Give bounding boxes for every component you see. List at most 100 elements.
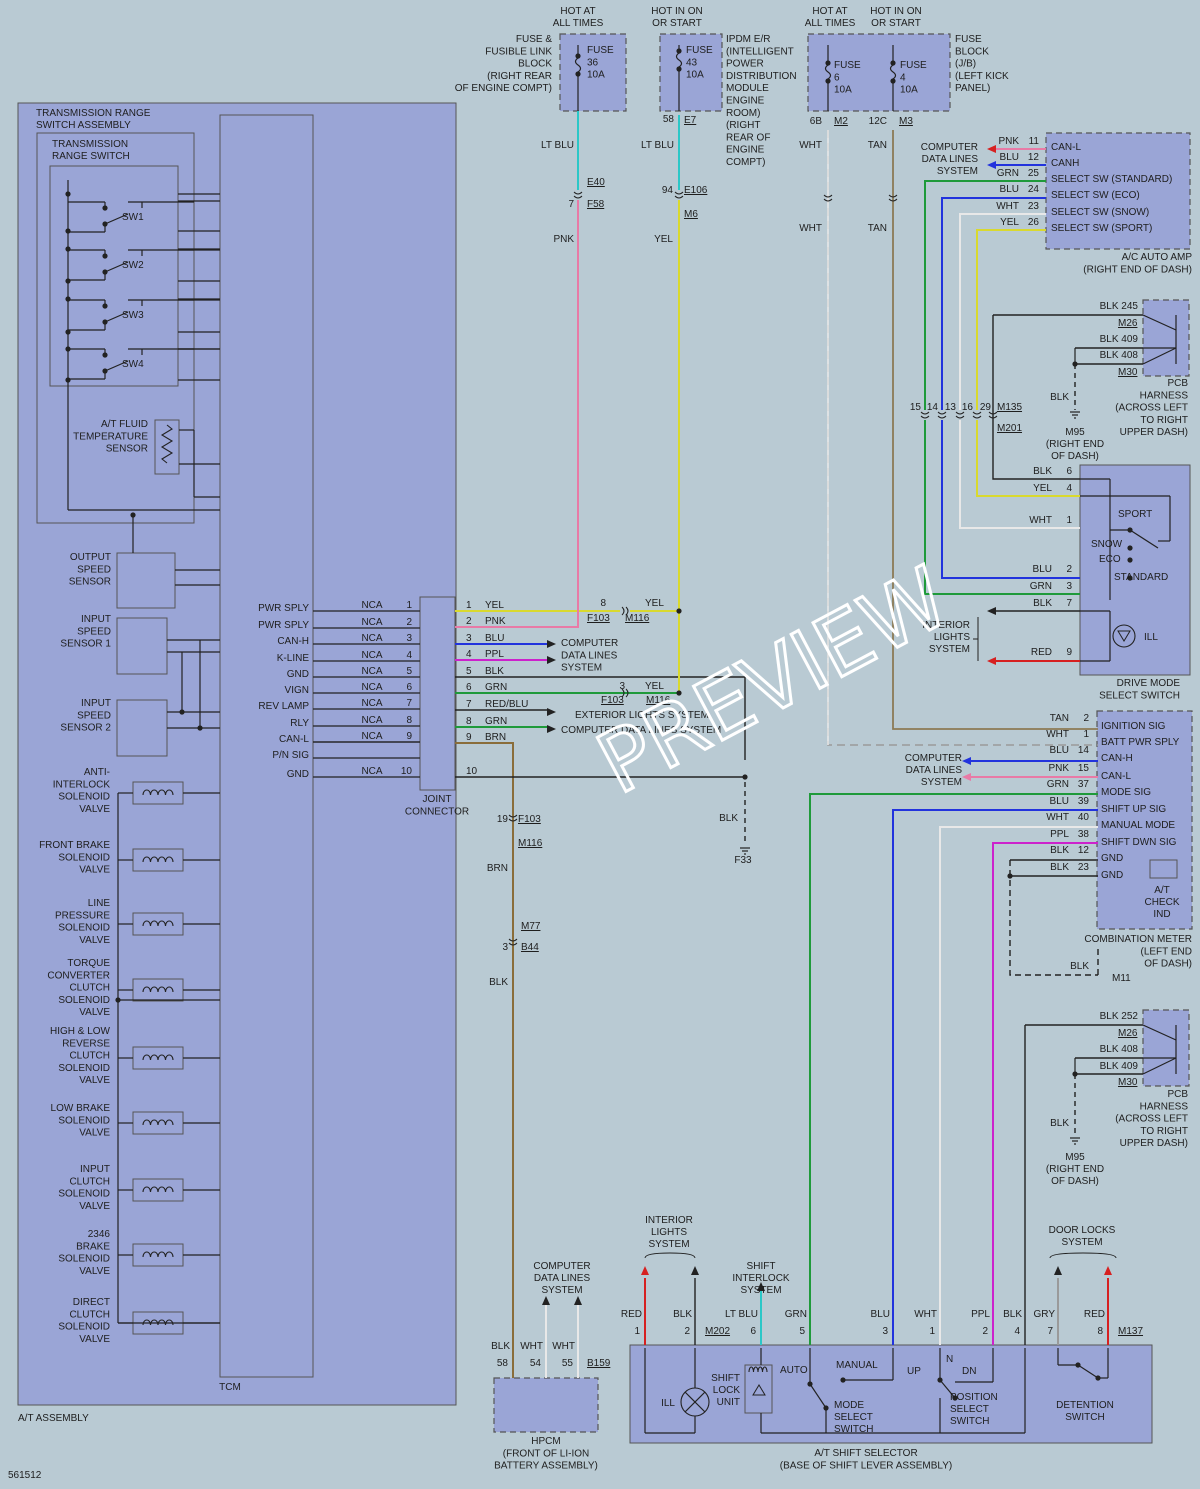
shift-wire-color: BLK xyxy=(673,1309,692,1320)
pin-m2: 6B xyxy=(810,116,823,127)
pin-m135: 15 xyxy=(910,402,922,413)
solenoid-label-4: TORQUE xyxy=(67,958,110,969)
solenoid-label-6: LOW BRAKE xyxy=(51,1103,111,1114)
ac-amp-pin-label: SELECT SW (ECO) xyxy=(1051,190,1140,201)
meter-wire-color: PNK xyxy=(1048,763,1069,774)
joint-pin-number: 3 xyxy=(466,633,472,644)
conn-m116: M116 xyxy=(625,613,650,624)
diode xyxy=(752,1384,766,1396)
meter-pin-label: GND xyxy=(1101,870,1123,881)
tcm-pin-number: 9 xyxy=(406,731,412,742)
meter-pin: 15 xyxy=(1078,763,1090,774)
connector-m135 xyxy=(972,411,982,419)
hpcm-computer-data: SYSTEM xyxy=(541,1285,582,1296)
solenoid-label-5: HIGH & LOW xyxy=(50,1026,111,1037)
wire-label-blk: BLK xyxy=(1050,1118,1069,1129)
pin-b44: 3 xyxy=(502,942,508,953)
drive-mode-wire-color: RED xyxy=(1031,647,1052,658)
shift-interior-label: LIGHTS xyxy=(651,1227,687,1238)
splice-dot xyxy=(937,1377,943,1383)
wire-grn-dm3 xyxy=(924,420,1080,595)
shift-selector-name: (BASE OF SHIFT LEVER ASSEMBLY) xyxy=(780,1460,952,1471)
pin-f103-3: 3 xyxy=(619,681,625,692)
hpcm-name: (FRONT OF LI-ION xyxy=(503,1448,589,1459)
drive-mode-pin: 3 xyxy=(1066,581,1072,592)
trs-label: TRANSMISSION xyxy=(52,139,128,150)
connector-e40 xyxy=(573,191,583,199)
meter-pin: 14 xyxy=(1078,745,1090,756)
fuse-43-label: 43 xyxy=(686,57,698,68)
ac-amp-wire-color: GRN xyxy=(997,168,1019,179)
trs-label: RANGE SWITCH xyxy=(52,151,130,162)
solenoid-label-1: INTERLOCK xyxy=(53,779,111,790)
meter-pin: 23 xyxy=(1078,862,1090,873)
door-locks-label: DOOR LOCKS xyxy=(1049,1225,1116,1236)
tcm-pin-number: 8 xyxy=(406,715,412,726)
joint-pin-number: 2 xyxy=(466,616,472,627)
bracket xyxy=(644,1252,696,1259)
drive-mode-wire-color: BLK xyxy=(1033,598,1052,609)
meter-pin: 39 xyxy=(1078,796,1090,807)
solenoid-label-4: CONVERTER xyxy=(47,970,110,981)
meter-wire-color: WHT xyxy=(1046,729,1069,740)
fuse-4-hot: OR START xyxy=(871,18,921,29)
switch-contact xyxy=(104,261,129,273)
switch-contact xyxy=(1129,529,1159,549)
tcm-nca: NCA xyxy=(361,715,382,726)
tcm-nca: NCA xyxy=(361,731,382,742)
connector-m135 xyxy=(920,411,930,419)
drive-mode-switch-box xyxy=(1079,464,1191,676)
tcm-nca: NCA xyxy=(361,766,382,777)
splice-dot xyxy=(102,269,108,275)
tcm-pin-label: PWR SPLY xyxy=(258,620,309,631)
shift-pin: 7 xyxy=(1047,1326,1053,1337)
fluid-temp-sensor-element xyxy=(154,419,180,475)
meter-check-label: CHECK xyxy=(1144,897,1179,908)
pcb-harness-2 xyxy=(1142,1009,1190,1087)
shift-wire-color: RED xyxy=(1084,1309,1105,1320)
solenoid-coil xyxy=(142,1119,174,1126)
shift-wire-color: WHT xyxy=(914,1309,937,1320)
meter-pin-label: SHIFT DWN SIG xyxy=(1101,837,1177,848)
wire-wht-manual xyxy=(939,826,1098,1345)
pcb-harness-1 xyxy=(1142,299,1190,377)
tcm-label: TCM xyxy=(219,1382,241,1393)
output-speed-label: SENSOR xyxy=(69,577,111,588)
pin-e106: 94 xyxy=(662,185,674,196)
drive-mode-wire-color: BLK xyxy=(1033,466,1052,477)
tcm-pin-label: K-LINE xyxy=(277,653,310,664)
solenoid-label-6: VALVE xyxy=(79,1128,110,1139)
joint-pin-number: 10 xyxy=(466,766,478,777)
fuse-6-label: 6 xyxy=(834,72,840,83)
wire-blu-shiftup xyxy=(892,809,1098,1345)
hpcm-wire-color: BLK xyxy=(491,1341,510,1352)
wire-label-tan: TAN xyxy=(868,223,887,234)
solenoid-coil xyxy=(142,856,174,863)
tcm-pin-number: 10 xyxy=(401,766,413,777)
shift-pin: 4 xyxy=(1014,1326,1020,1337)
ac-computer-data: DATA LINES xyxy=(922,154,979,165)
dm-position-snow: SNOW xyxy=(1091,539,1123,550)
meter-pin-label: MANUAL MODE xyxy=(1101,820,1175,831)
tcm-pin-label: REV LAMP xyxy=(258,701,309,712)
splice-dot xyxy=(102,253,108,259)
solenoid-coil xyxy=(142,920,174,927)
wire-label-yel: YEL xyxy=(654,234,673,245)
shift-wire-color: PPL xyxy=(971,1309,990,1320)
lamp-filament xyxy=(684,1391,706,1413)
arrow xyxy=(1054,1266,1062,1275)
pcb2-wire xyxy=(1142,1024,1177,1041)
input-speed-sensor-2 xyxy=(116,699,168,757)
ipdm-label: ENGINE xyxy=(726,96,765,107)
wire-label-yel: YEL xyxy=(645,598,664,609)
shift-pin: 8 xyxy=(1097,1326,1103,1337)
tcm-nca: NCA xyxy=(361,666,382,677)
tcm-nca: NCA xyxy=(361,698,382,709)
arrow xyxy=(547,640,556,648)
dm-ill-label: ILL xyxy=(1144,632,1158,643)
meter-check-label: A/T xyxy=(1154,885,1170,896)
tcm-nca: NCA xyxy=(361,617,382,628)
fuse-2-hot: HOT IN ON xyxy=(651,6,702,17)
splice-dot xyxy=(102,319,108,325)
illumination-led xyxy=(1112,624,1136,648)
